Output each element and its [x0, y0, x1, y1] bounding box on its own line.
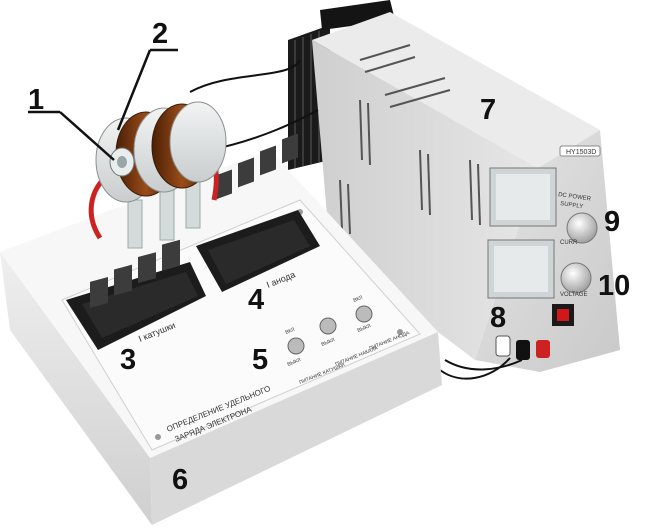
- psu-vents: [339, 44, 481, 235]
- switch-anode-on: ВКЛ: [353, 295, 364, 304]
- callout-8: 8: [490, 302, 507, 334]
- current-knob[interactable]: [566, 212, 598, 244]
- current-knob-label: CURR: [560, 240, 578, 246]
- switch-anode[interactable]: [355, 305, 373, 323]
- terminal-red[interactable]: [536, 340, 550, 358]
- terminal-black[interactable]: [516, 340, 530, 360]
- switch-anode-off: ВЫКЛ: [357, 323, 372, 334]
- callout-2: 2: [152, 18, 169, 50]
- case-front-right: [150, 332, 442, 525]
- switch-coil[interactable]: [287, 337, 305, 355]
- psu-voltmeter-window: [496, 174, 550, 220]
- callout-9: 9: [604, 206, 621, 238]
- callout-3: 3: [120, 344, 137, 376]
- psu-model-line2: SUPPLY: [560, 201, 584, 210]
- psu-model-line1: DC POWER: [558, 192, 592, 203]
- voltage-knob[interactable]: [560, 262, 592, 294]
- switch-coil-off: ВЫКЛ: [287, 357, 302, 368]
- power-switch[interactable]: [557, 309, 569, 321]
- power-supply: HY1503D DC POWER SUPPLY CURR VOLTAGE: [288, 0, 620, 372]
- display-coil-digits: [90, 239, 180, 308]
- callout-7: 7: [480, 94, 497, 126]
- coil-assembly: [88, 101, 227, 249]
- callout-10: 10: [598, 270, 631, 302]
- psu-brand-plate: [559, 145, 601, 157]
- callout-4: 4: [248, 284, 265, 316]
- psu-ammeter-window: [494, 246, 548, 292]
- display-coil-current: I катушки: [66, 239, 206, 350]
- callout-6: 6: [172, 464, 189, 496]
- switch-heat-off: ВЫКЛ: [321, 337, 336, 348]
- output-terminals: [495, 335, 550, 360]
- voltage-knob-label: VOLTAGE: [560, 292, 587, 298]
- callout-1: 1: [28, 84, 45, 116]
- psu-brand-text: HY1503D: [566, 149, 596, 156]
- switch-heat[interactable]: [319, 317, 337, 335]
- switch-coil-on: ВКЛ: [285, 327, 296, 336]
- psu-top: [312, 12, 600, 168]
- terminal-white[interactable]: [495, 335, 511, 357]
- case-front-left: [0, 252, 152, 525]
- callout-leaders: [28, 48, 178, 161]
- callout-5: 5: [252, 344, 269, 376]
- display-anode-digits: [216, 133, 298, 200]
